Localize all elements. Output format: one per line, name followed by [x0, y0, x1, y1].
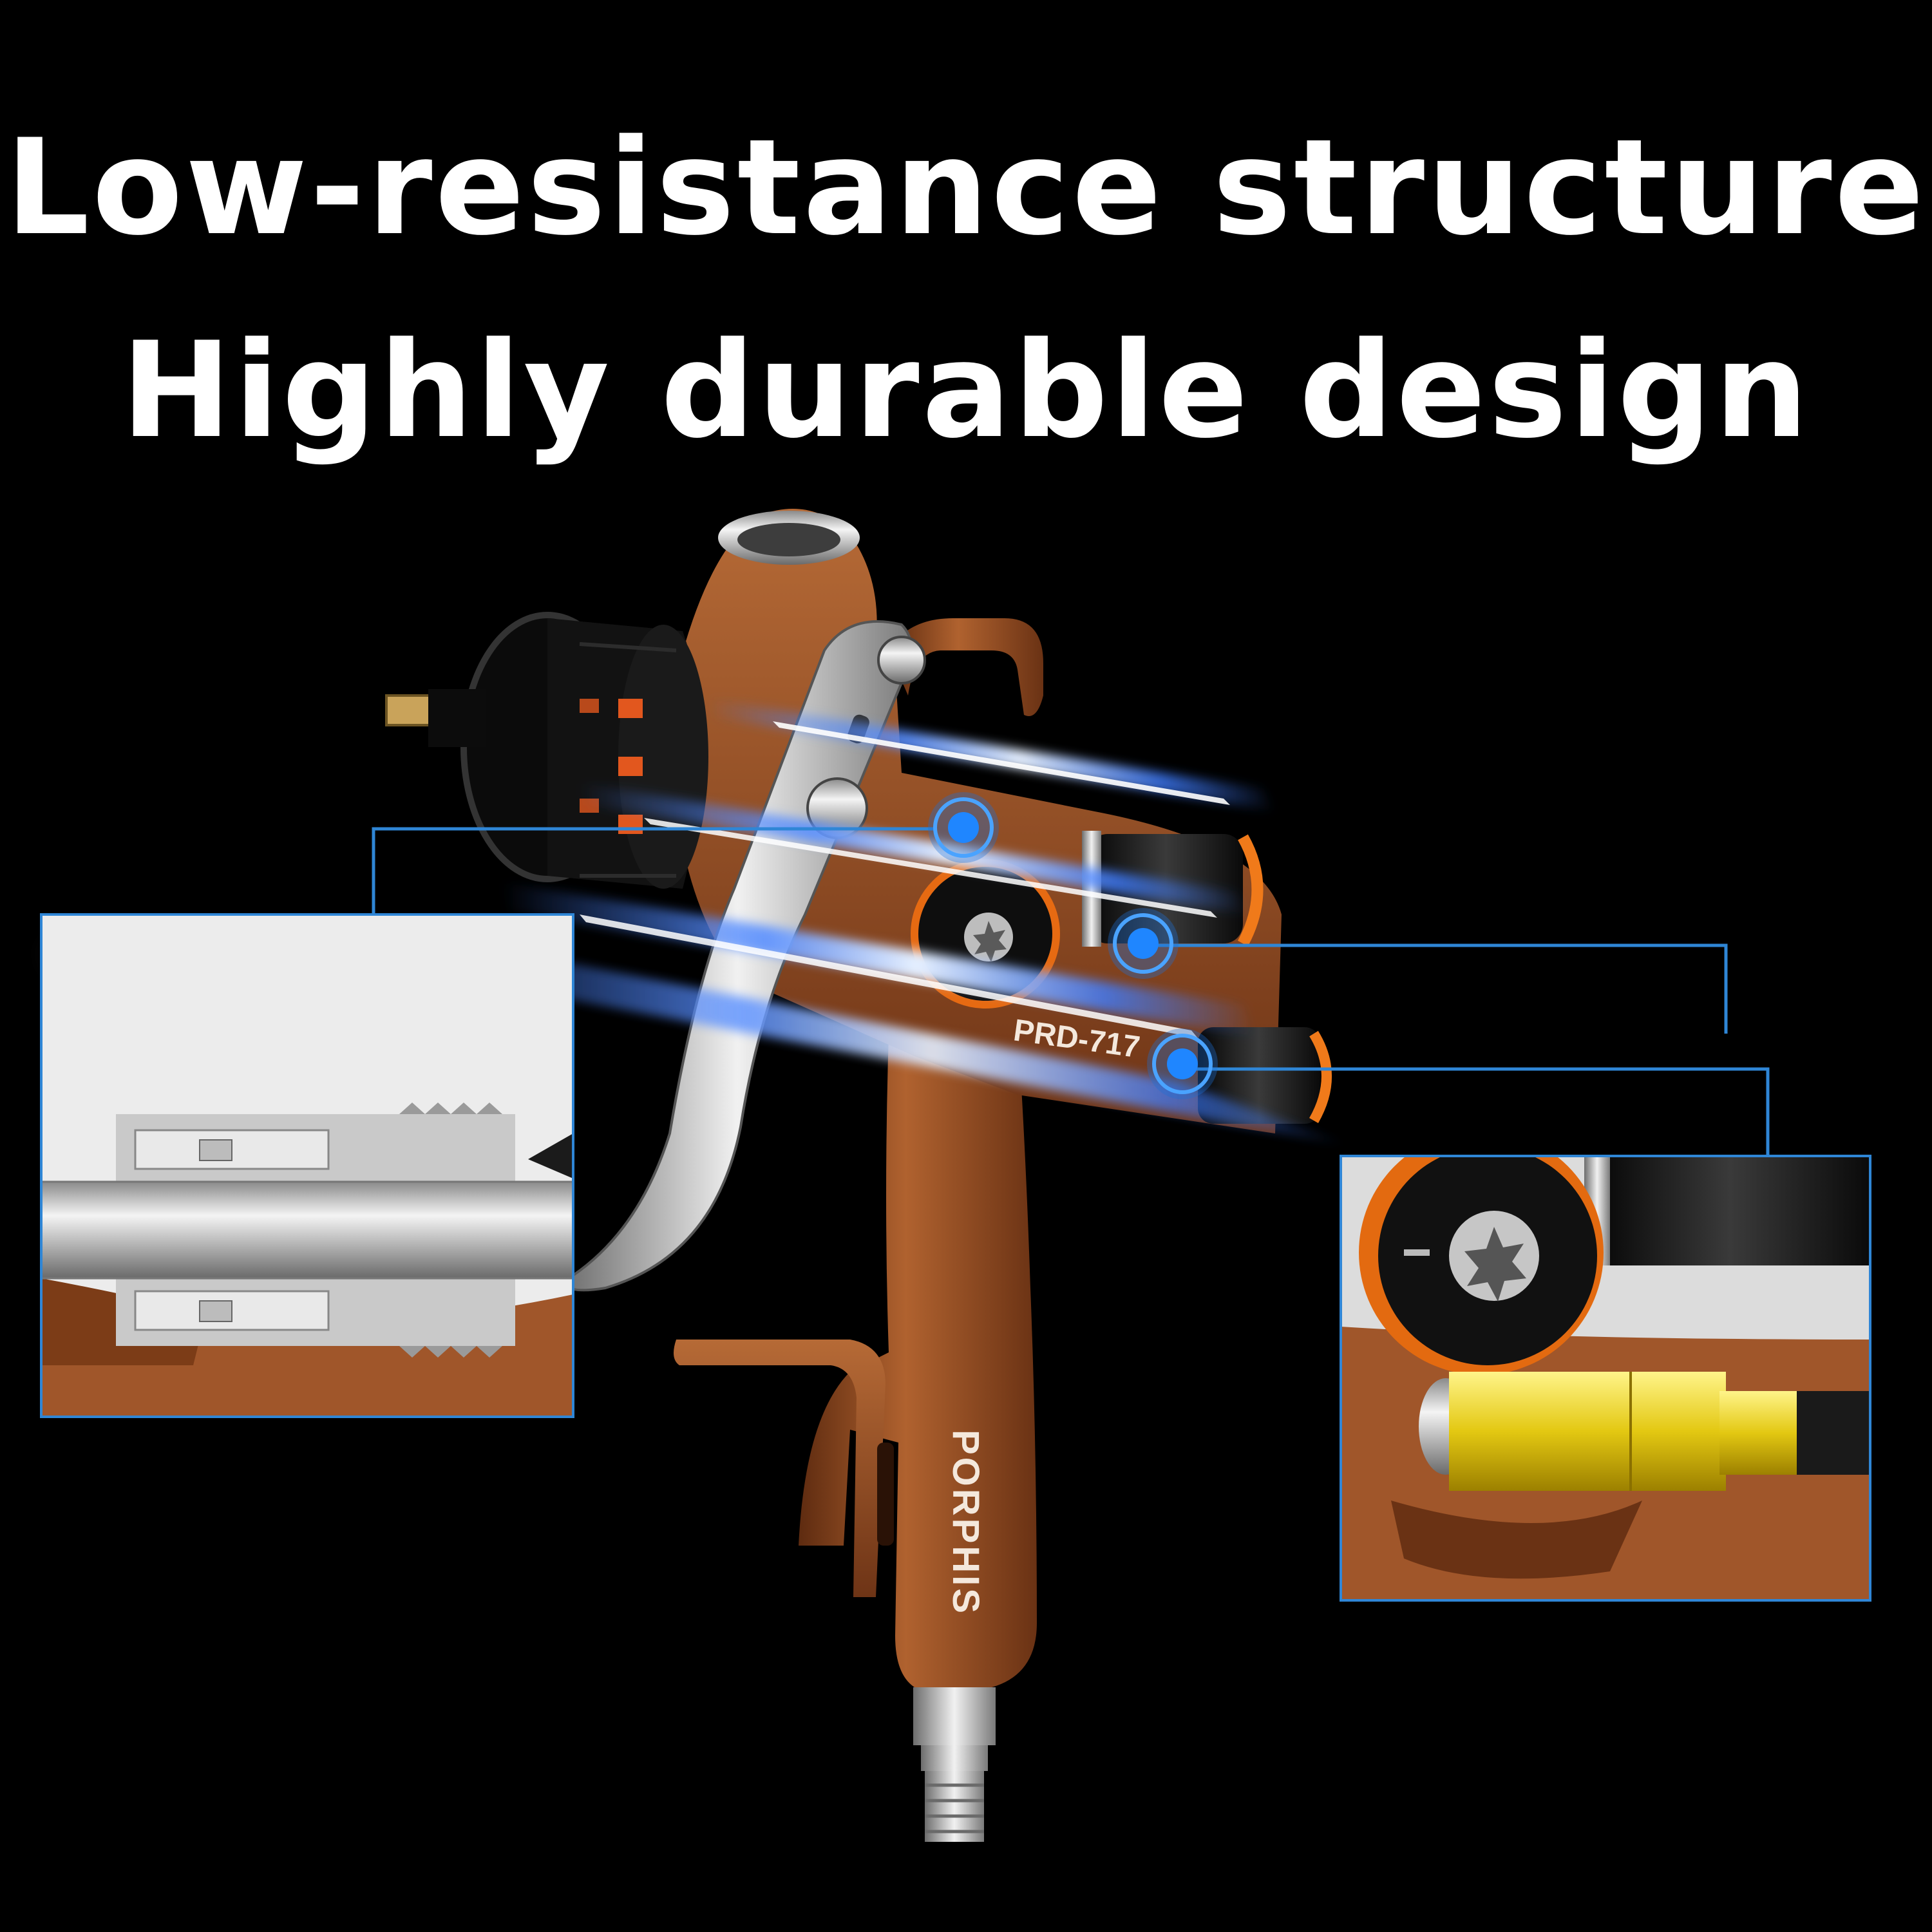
spray-gun-icon: PORPHIS [385, 509, 1332, 1842]
inset-knob-detail [1340, 1155, 1871, 1602]
callout-dot-icon [1147, 1028, 1218, 1099]
air-cap [385, 612, 708, 889]
callout-dot-icon [928, 792, 999, 863]
headline-line-1: Low-resistance structure [5, 111, 1927, 265]
light-streak-icon [34, 699, 1352, 1146]
callout-lines [372, 827, 1770, 1156]
headline-line-2: Highly durable design [120, 314, 1812, 468]
brand-label: PORPHIS [945, 1430, 987, 1616]
callout-dot-icon [1108, 908, 1179, 979]
inset-cross-section [40, 913, 574, 1418]
